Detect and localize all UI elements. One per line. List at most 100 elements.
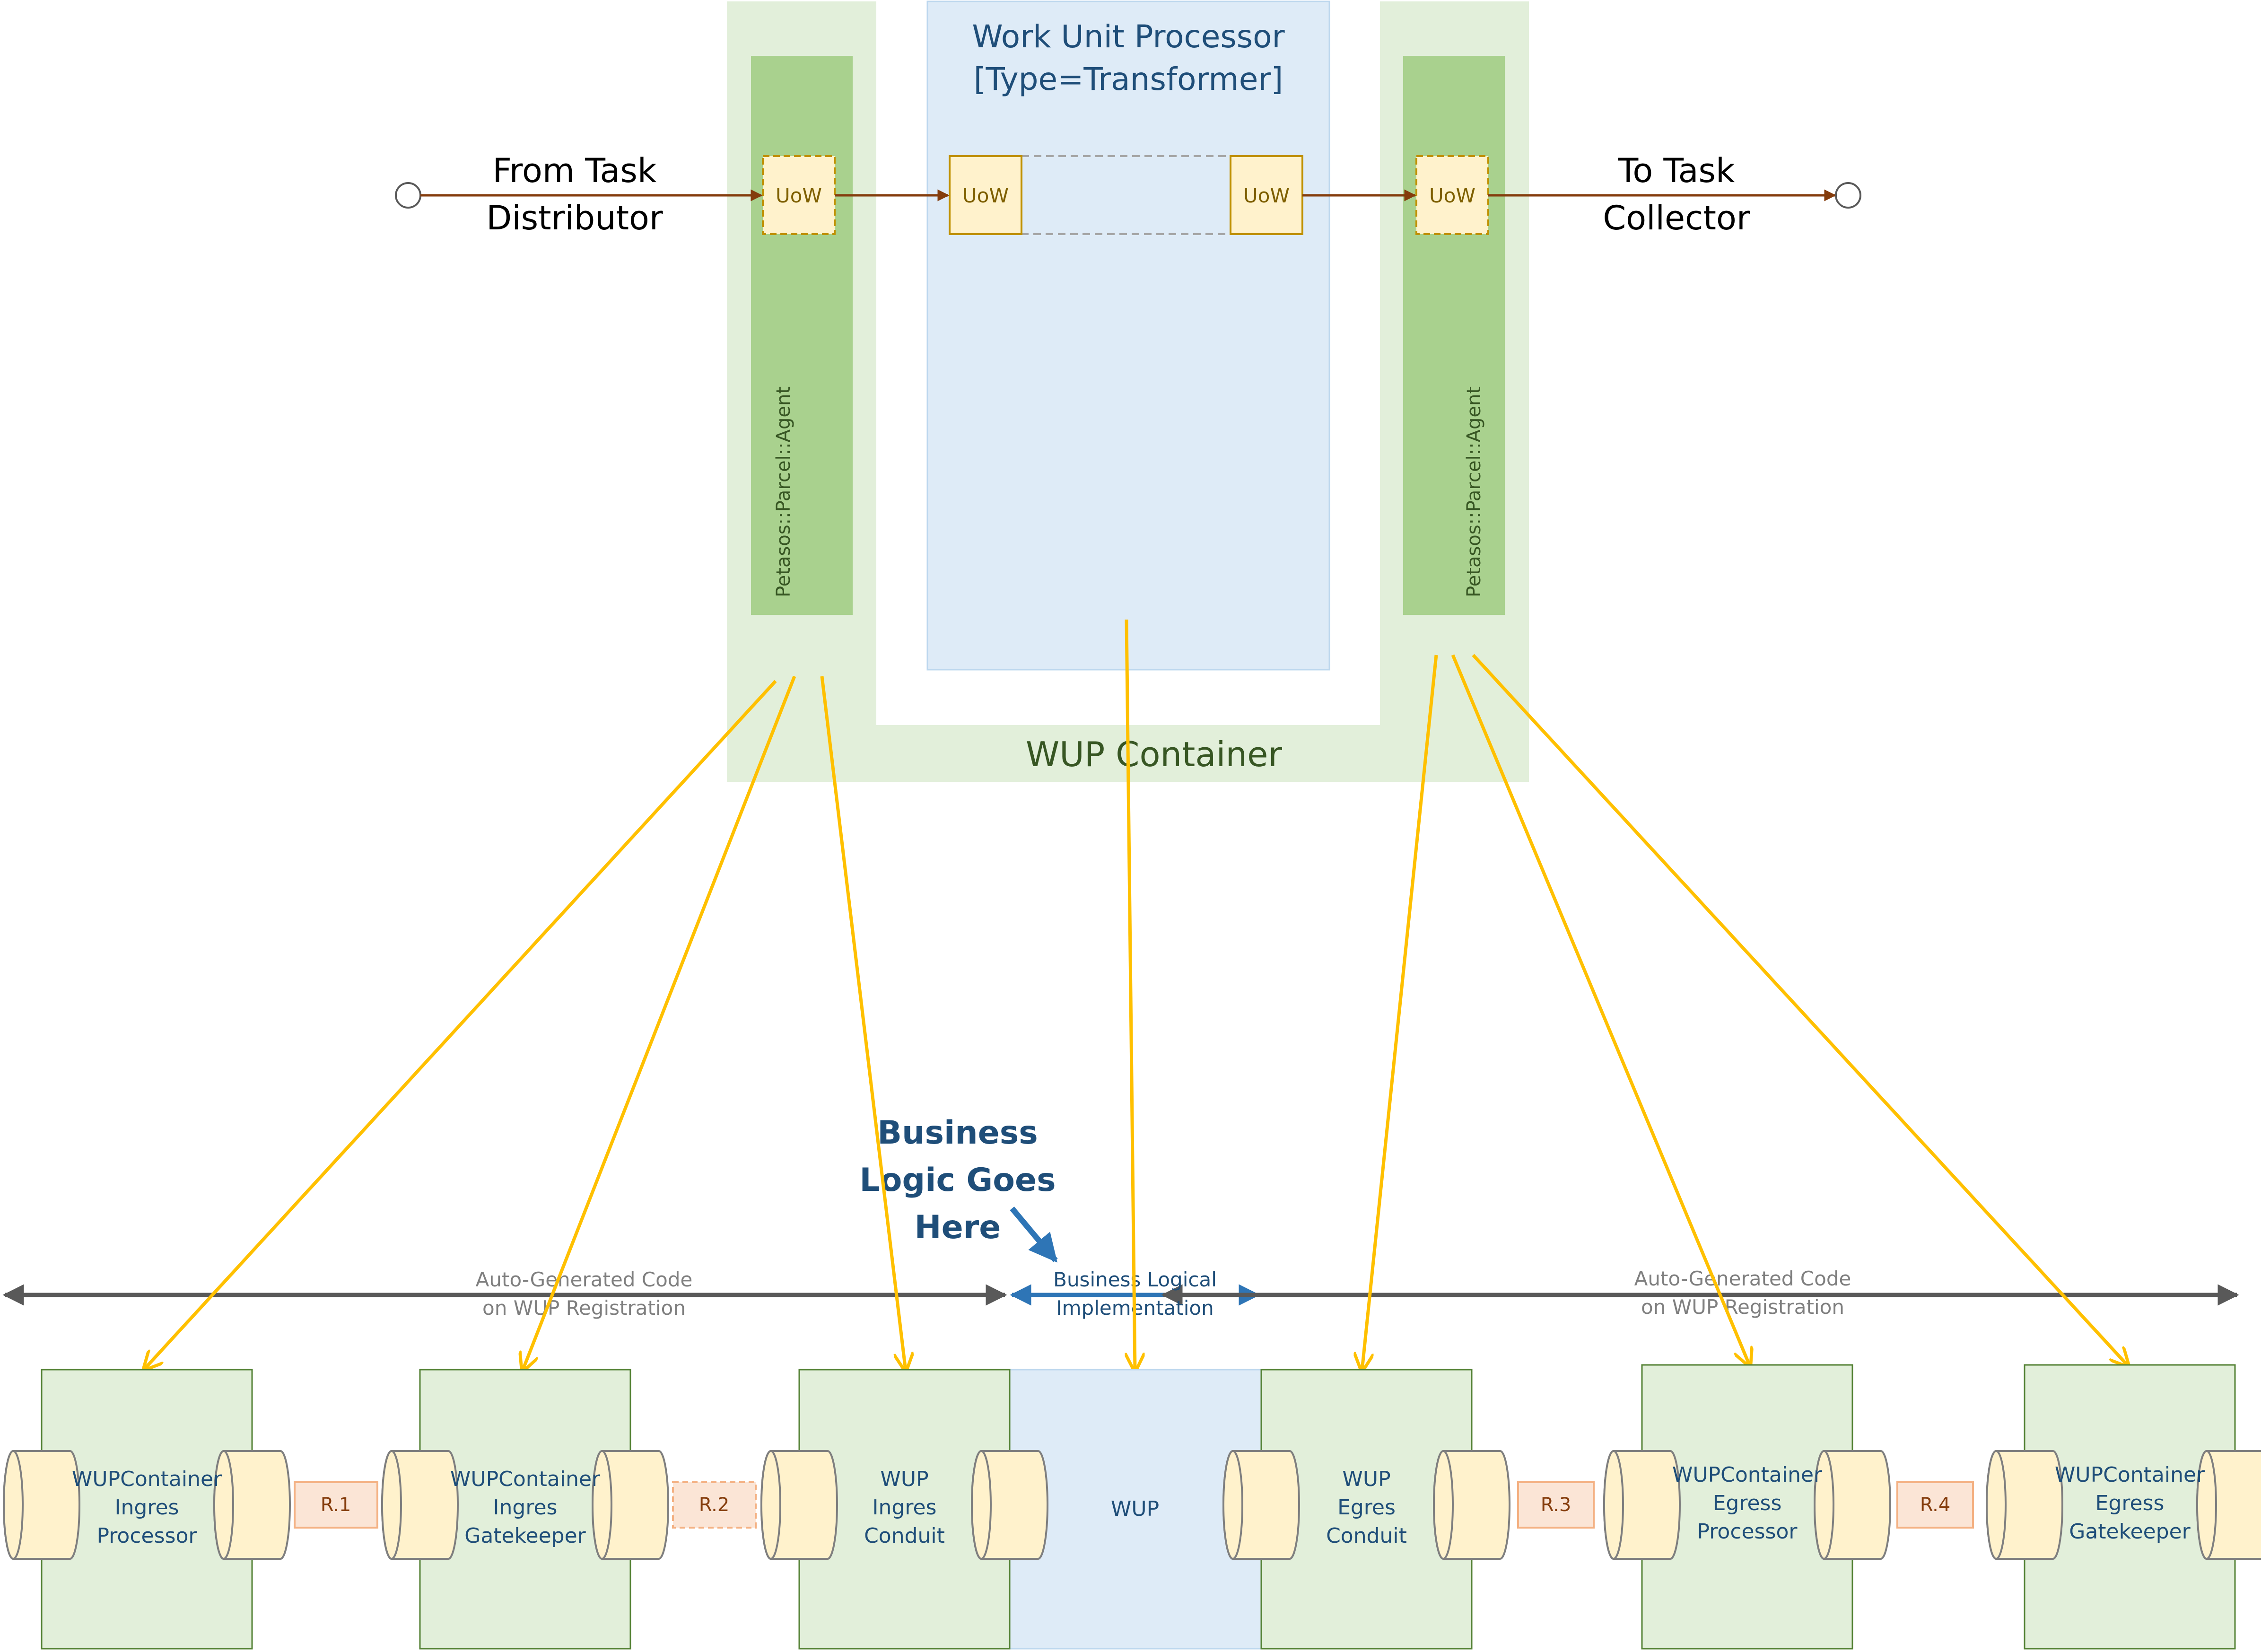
uow-left-box — [762, 155, 836, 235]
wup-processor-title: Work Unit Processor — [972, 18, 1285, 55]
map-arrow-ingres-gatekeeper — [523, 675, 796, 1371]
wup-center: WUP — [1008, 1369, 1262, 1650]
wup-egres-conduit-output-port — [1433, 1450, 1510, 1560]
uow-right-box — [1415, 155, 1489, 235]
wup-center-box — [1008, 1369, 1262, 1650]
wupcontainer-egress-processor-input-port — [1603, 1450, 1681, 1560]
wupcontainer-egress-gatekeeper-output-port — [2196, 1450, 2261, 1560]
wupcontainer-ingres-processor-label-line2: Ingres — [115, 1495, 179, 1520]
wupcontainer-ingres-gatekeeper-label-line3: Gatekeeper — [464, 1524, 586, 1548]
from-label-line1: From Task — [493, 151, 657, 190]
wup-ingres-conduit-input-port-cap — [760, 1450, 781, 1560]
wupcontainer-egress-processor-output-port-cap — [1814, 1450, 1834, 1560]
uow-left: UoW — [762, 155, 836, 235]
map-arrow-wup — [1125, 619, 1135, 1371]
agent-left: Petasos::Parcel::Agent — [751, 56, 853, 615]
business-logic-line1: Business — [877, 1114, 1038, 1152]
to-label-line2: Collector — [1603, 199, 1750, 237]
map-arrow-ingres-conduit — [820, 676, 906, 1371]
agent-right-label: Petasos::Parcel::Agent — [1463, 386, 1485, 597]
map-arrow-egres-conduit — [1362, 655, 1438, 1371]
agent-left-label: Petasos::Parcel::Agent — [773, 386, 794, 597]
wupcontainer-ingres-gatekeeper-input-port — [381, 1450, 459, 1560]
route-boxes: R.1 R.2 R.3 R.4 — [294, 1481, 1974, 1529]
route-r1-label: R.1 — [321, 1494, 351, 1516]
auto-left-line1: Auto-Generated Code — [476, 1268, 693, 1291]
wup-ingres-conduit-output-port — [971, 1450, 1048, 1560]
wup-ingres-conduit-label-line3: Conduit — [864, 1524, 945, 1548]
wupcontainer-egress-processor-output-port — [1814, 1450, 1891, 1560]
wupcontainer-egress-gatekeeper-label-line2: Egress — [2095, 1491, 2165, 1515]
route-r2-label: R.2 — [699, 1494, 730, 1516]
wupcontainer-ingres-processor-input-port — [3, 1450, 80, 1560]
map-arrow-ingres-processor — [144, 680, 777, 1369]
auto-right-line2: on WUP Registration — [1641, 1295, 1844, 1319]
route-r3-label: R.3 — [1541, 1494, 1571, 1516]
to-endpoint-circle — [1835, 182, 1861, 209]
uow-processor-out-box — [1230, 155, 1303, 235]
wup-processor-type: [Type=Transformer] — [974, 61, 1283, 97]
to-label-line1: To Task — [1617, 151, 1735, 190]
uow-processor-out-label: UoW — [1243, 184, 1290, 207]
route-r3-box — [1517, 1481, 1595, 1529]
component-chain: WUPContainerIngresProcessorWUPContainerI… — [3, 1364, 2261, 1650]
route-r2-box — [672, 1481, 757, 1529]
agent-right: Petasos::Parcel::Agent — [1403, 56, 1505, 615]
wup-egres-conduit-label-line3: Conduit — [1326, 1524, 1407, 1548]
route-r4-box — [1896, 1481, 1974, 1529]
from-label-line2: Distributor — [486, 199, 663, 237]
wup-ingres-conduit-output-port-cap — [971, 1450, 992, 1560]
auto-left-line2: on WUP Registration — [482, 1296, 686, 1320]
wup-egres-conduit-output-port-cap — [1433, 1450, 1454, 1560]
agent-left-box — [751, 56, 853, 615]
wupcontainer-ingres-processor-label-line3: Processor — [97, 1524, 198, 1548]
work-unit-processor-box — [926, 0, 1330, 671]
business-logic-line3: Here — [915, 1209, 1001, 1246]
task-flow: From Task Distributor To Task Collector — [395, 151, 1861, 237]
wupcontainer-egress-processor-input-port-cap — [1603, 1450, 1624, 1560]
wupcontainer-egress-gatekeeper-input-port-cap — [1986, 1450, 2007, 1560]
wupcontainer-ingres-processor-output-port-cap — [213, 1450, 234, 1560]
uow-processor-in: UoW — [949, 155, 1022, 235]
wup-ingres-conduit-input-port — [760, 1450, 838, 1560]
wup-container-label: WUP Container — [1026, 734, 1282, 774]
wupcontainer-egress-gatekeeper-label-line3: Gatekeeper — [2069, 1520, 2191, 1544]
uow-right-label: UoW — [1429, 184, 1475, 207]
wupcontainer-ingres-gatekeeper-input-port-cap — [381, 1450, 402, 1560]
uow-processor-in-label: UoW — [962, 184, 1009, 207]
work-unit-processor: Work Unit Processor [Type=Transformer] — [926, 0, 1330, 671]
auto-right-line1: Auto-Generated Code — [1634, 1267, 1851, 1290]
wupcontainer-ingres-processor-output-port — [213, 1450, 291, 1560]
wup-egres-conduit-input-port — [1222, 1450, 1300, 1560]
mapping-arrows — [144, 619, 2128, 1371]
uow-processor-in-box — [949, 155, 1022, 235]
business-logic-callout: Business Logic Goes Here — [859, 1114, 1058, 1263]
wup-center-label: WUP — [1111, 1497, 1159, 1521]
wup-ingres-conduit-label-line1: WUP — [880, 1467, 928, 1491]
wupcontainer-egress-gatekeeper-input-port — [1986, 1450, 2063, 1560]
wupcontainer-ingres-processor-input-port-cap — [3, 1450, 24, 1560]
wup-egres-conduit-label-line1: WUP — [1342, 1467, 1390, 1491]
wupcontainer-egress-processor-label-line1: WUPContainer — [1672, 1463, 1823, 1487]
uow-processor-out: UoW — [1230, 155, 1303, 235]
wup-ingres-conduit-label-line2: Ingres — [873, 1495, 937, 1520]
agent-right-box — [1403, 56, 1505, 615]
wupcontainer-egress-processor-label-line2: Egress — [1713, 1491, 1782, 1515]
wupcontainer-ingres-gatekeeper-label-line2: Ingres — [493, 1495, 558, 1520]
wupcontainer-egress-processor-label-line3: Processor — [1697, 1520, 1798, 1544]
wup-egres-conduit-input-port-cap — [1222, 1450, 1243, 1560]
wupcontainer-egress-gatekeeper-label-line1: WUPContainer — [2055, 1463, 2205, 1487]
from-endpoint-circle — [395, 182, 421, 209]
map-arrow-egress-processor — [1451, 654, 1750, 1366]
wupcontainer-ingres-gatekeeper-output-port — [592, 1450, 669, 1560]
uow-right: UoW — [1415, 155, 1489, 235]
wupcontainer-ingres-processor-label-line1: WUPContainer — [72, 1467, 222, 1491]
